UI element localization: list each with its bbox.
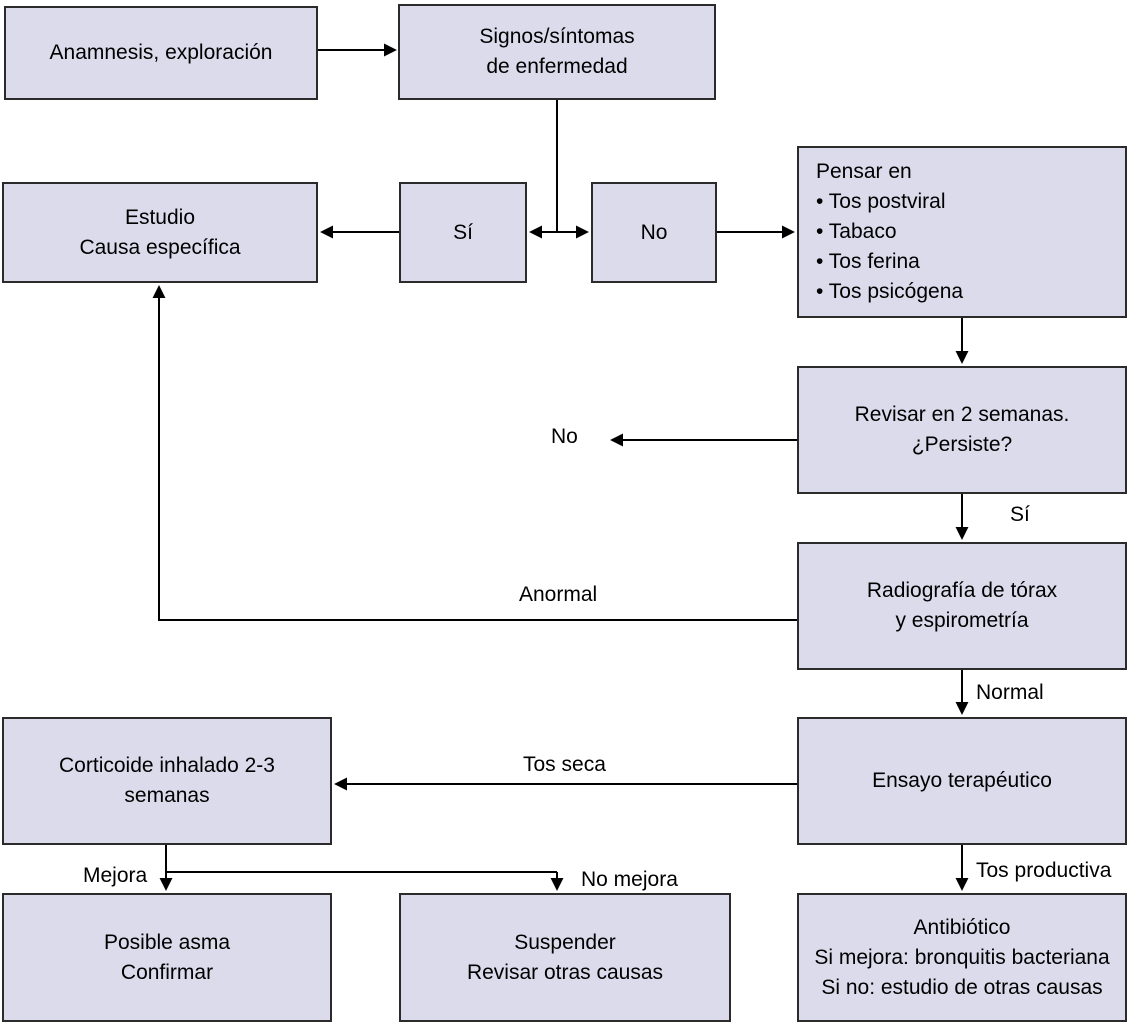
node-pensar-en: Pensar en • Tos postviral • Tabaco • Tos… [797,146,1127,318]
node-corticoide: Corticoide inhalado 2-3 semanas [2,717,332,845]
node-pensar-bullet-3: • Tos ferina [816,250,920,273]
node-estudio-text-line2: Causa específica [79,235,241,259]
edge-label-no-persiste: No [551,425,578,448]
node-posible-asma: Posible asma Confirmar [2,893,332,1022]
node-estudio-text-line1: Estudio [124,205,196,229]
node-posible-asma-text-line1: Posible asma [103,930,231,954]
node-no-text: No [640,220,668,244]
edge-label-no-mejora: No mejora [581,868,678,891]
node-pensar-bullet-1: • Tos postviral [816,190,946,213]
arrow-radiografia-anormal-to-estudio [152,285,797,621]
node-pensar-title: Pensar en [816,160,912,183]
node-si: Sí [399,182,527,283]
node-ensayo-text: Ensayo terapéutico [872,769,1052,792]
node-revisar: Revisar en 2 semanas. ¿Persiste? [797,366,1127,494]
node-antibiotico: Antibiótico Si mejora: bronquitis bacter… [797,893,1127,1022]
node-revisar-text-line2: ¿Persiste? [911,433,1013,456]
node-estudio-causa: Estudio Causa específica [2,182,318,283]
node-signos-text-line2: de enfermedad [486,55,628,78]
node-signos-text-line1: Signos/síntomas [479,25,635,48]
node-radiografia-text-line2: y espirometría [895,609,1029,632]
node-anamnesis-text: Anamnesis, exploración [49,41,273,64]
node-signos-sintomas: Signos/síntomas de enfermedad [398,4,716,100]
node-corticoide-text-line1: Corticoide inhalado 2-3 [59,754,275,777]
edge-label-tos-seca: Tos seca [523,753,606,776]
node-posible-asma-text-line2: Confirmar [120,960,214,984]
node-si-text: Sí [453,220,473,244]
edge-label-anormal: Anormal [519,583,598,606]
edge-label-si-persiste: Sí [1010,503,1030,526]
edge-label-normal: Normal [976,681,1044,704]
node-suspender-text-line1: Suspender [514,930,616,954]
node-antibiotico-text-line3: Si no: estudio de otras causas [821,975,1103,999]
edge-label-mejora: Mejora [83,864,148,887]
node-anamnesis: Anamnesis, exploración [4,6,318,100]
node-ensayo: Ensayo terapéutico [797,717,1127,845]
node-radiografia: Radiografía de tórax y espirometría [797,542,1127,670]
node-pensar-bullet-4: • Tos psicógena [816,280,964,303]
node-radiografia-text-line1: Radiografía de tórax [866,579,1058,602]
node-suspender: Suspender Revisar otras causas [399,893,731,1022]
node-antibiotico-text-line1: Antibiótico [913,915,1011,939]
node-pensar-bullet-2: • Tabaco [816,220,897,243]
node-no: No [591,182,717,283]
node-corticoide-text-line2: semanas [124,784,210,807]
node-antibiotico-text-line2: Si mejora: bronquitis bacteriana [814,945,1110,969]
line-corticoide-branch [165,845,557,873]
node-revisar-text-line1: Revisar en 2 semanas. [854,403,1070,426]
node-suspender-text-line2: Revisar otras causas [466,960,664,984]
edge-label-tos-productiva: Tos productiva [976,859,1112,882]
